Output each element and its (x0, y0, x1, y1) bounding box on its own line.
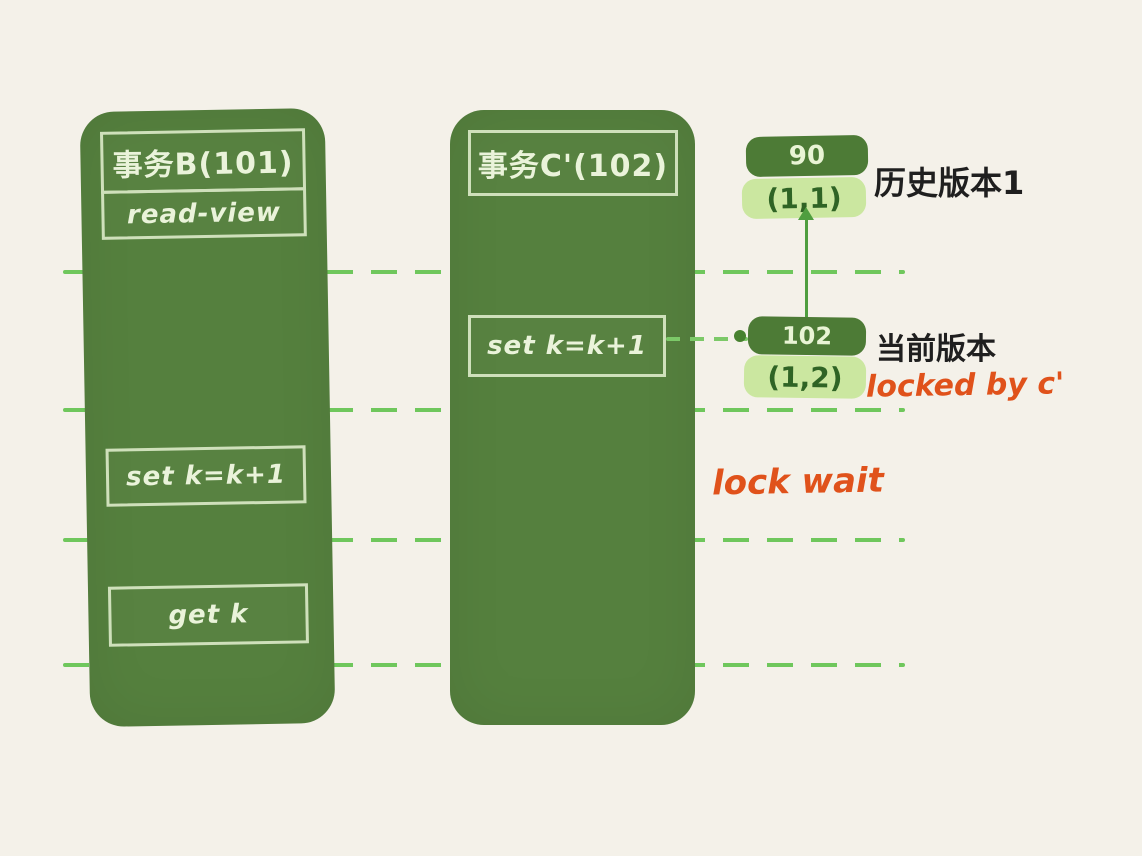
transaction-b-title: 事务B(101) (99, 128, 307, 194)
transaction-c-column: 事务C'(102) set k=k+1 (450, 110, 695, 725)
transaction-b-column: 事务B(101) read-view set k=k+1 get k (79, 107, 336, 728)
locked-by-note: locked by c' (865, 366, 1065, 405)
transaction-c-title: 事务C'(102) (468, 130, 678, 196)
history-version-label: 历史版本1 (874, 164, 1025, 202)
current-version-row: (1,2) (743, 355, 867, 399)
set-to-version-connector (666, 337, 748, 341)
transaction-b-get-k: get k (107, 583, 309, 647)
history-version-trx-id: 90 (745, 134, 869, 178)
undo-chain-line (805, 218, 808, 320)
lock-wait-annotation: lock wait (711, 460, 885, 504)
transaction-c-set-k: set k=k+1 (468, 315, 666, 377)
transaction-b-set-k: set k=k+1 (105, 445, 307, 507)
transaction-b-read-view: read-view (101, 187, 307, 240)
connector-dot (734, 330, 746, 342)
current-version-trx-id: 102 (747, 316, 867, 356)
current-version-label: 当前版本 (876, 332, 996, 367)
undo-chain-arrowhead (798, 207, 814, 220)
